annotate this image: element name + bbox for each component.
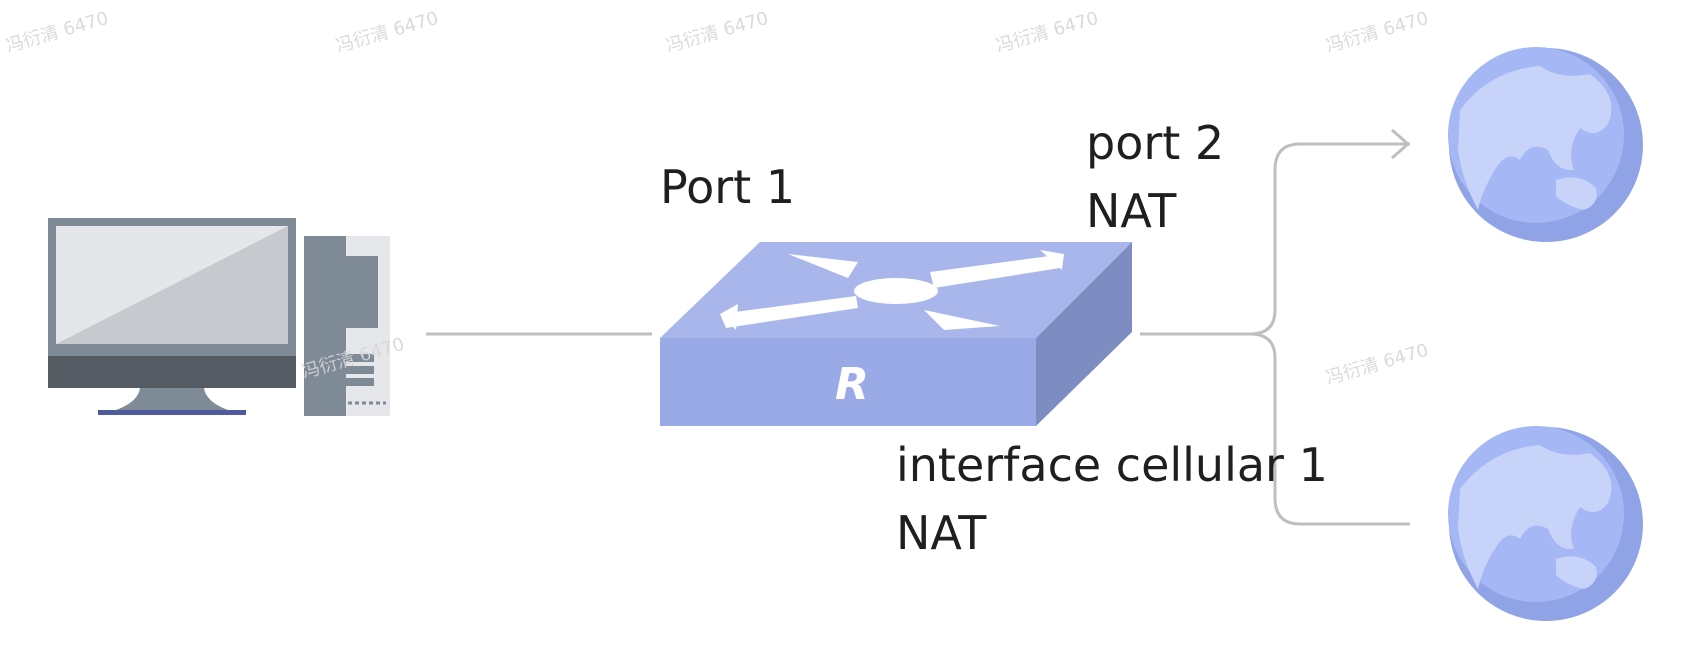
port2-nat-label: NAT [1086,184,1177,238]
cellular-nat-label: NAT [896,506,987,560]
globe-icon [1448,426,1643,621]
router-label: R [835,359,869,410]
router-wan-links [1140,128,1411,526]
cellular-label: interface cellular 1 [896,438,1328,492]
router-icon: R [660,242,1132,426]
port1-label: Port 1 [660,160,796,214]
port2-label: port 2 [1086,116,1225,170]
desktop-computer-icon [48,218,390,416]
globe-icon [1448,47,1643,242]
